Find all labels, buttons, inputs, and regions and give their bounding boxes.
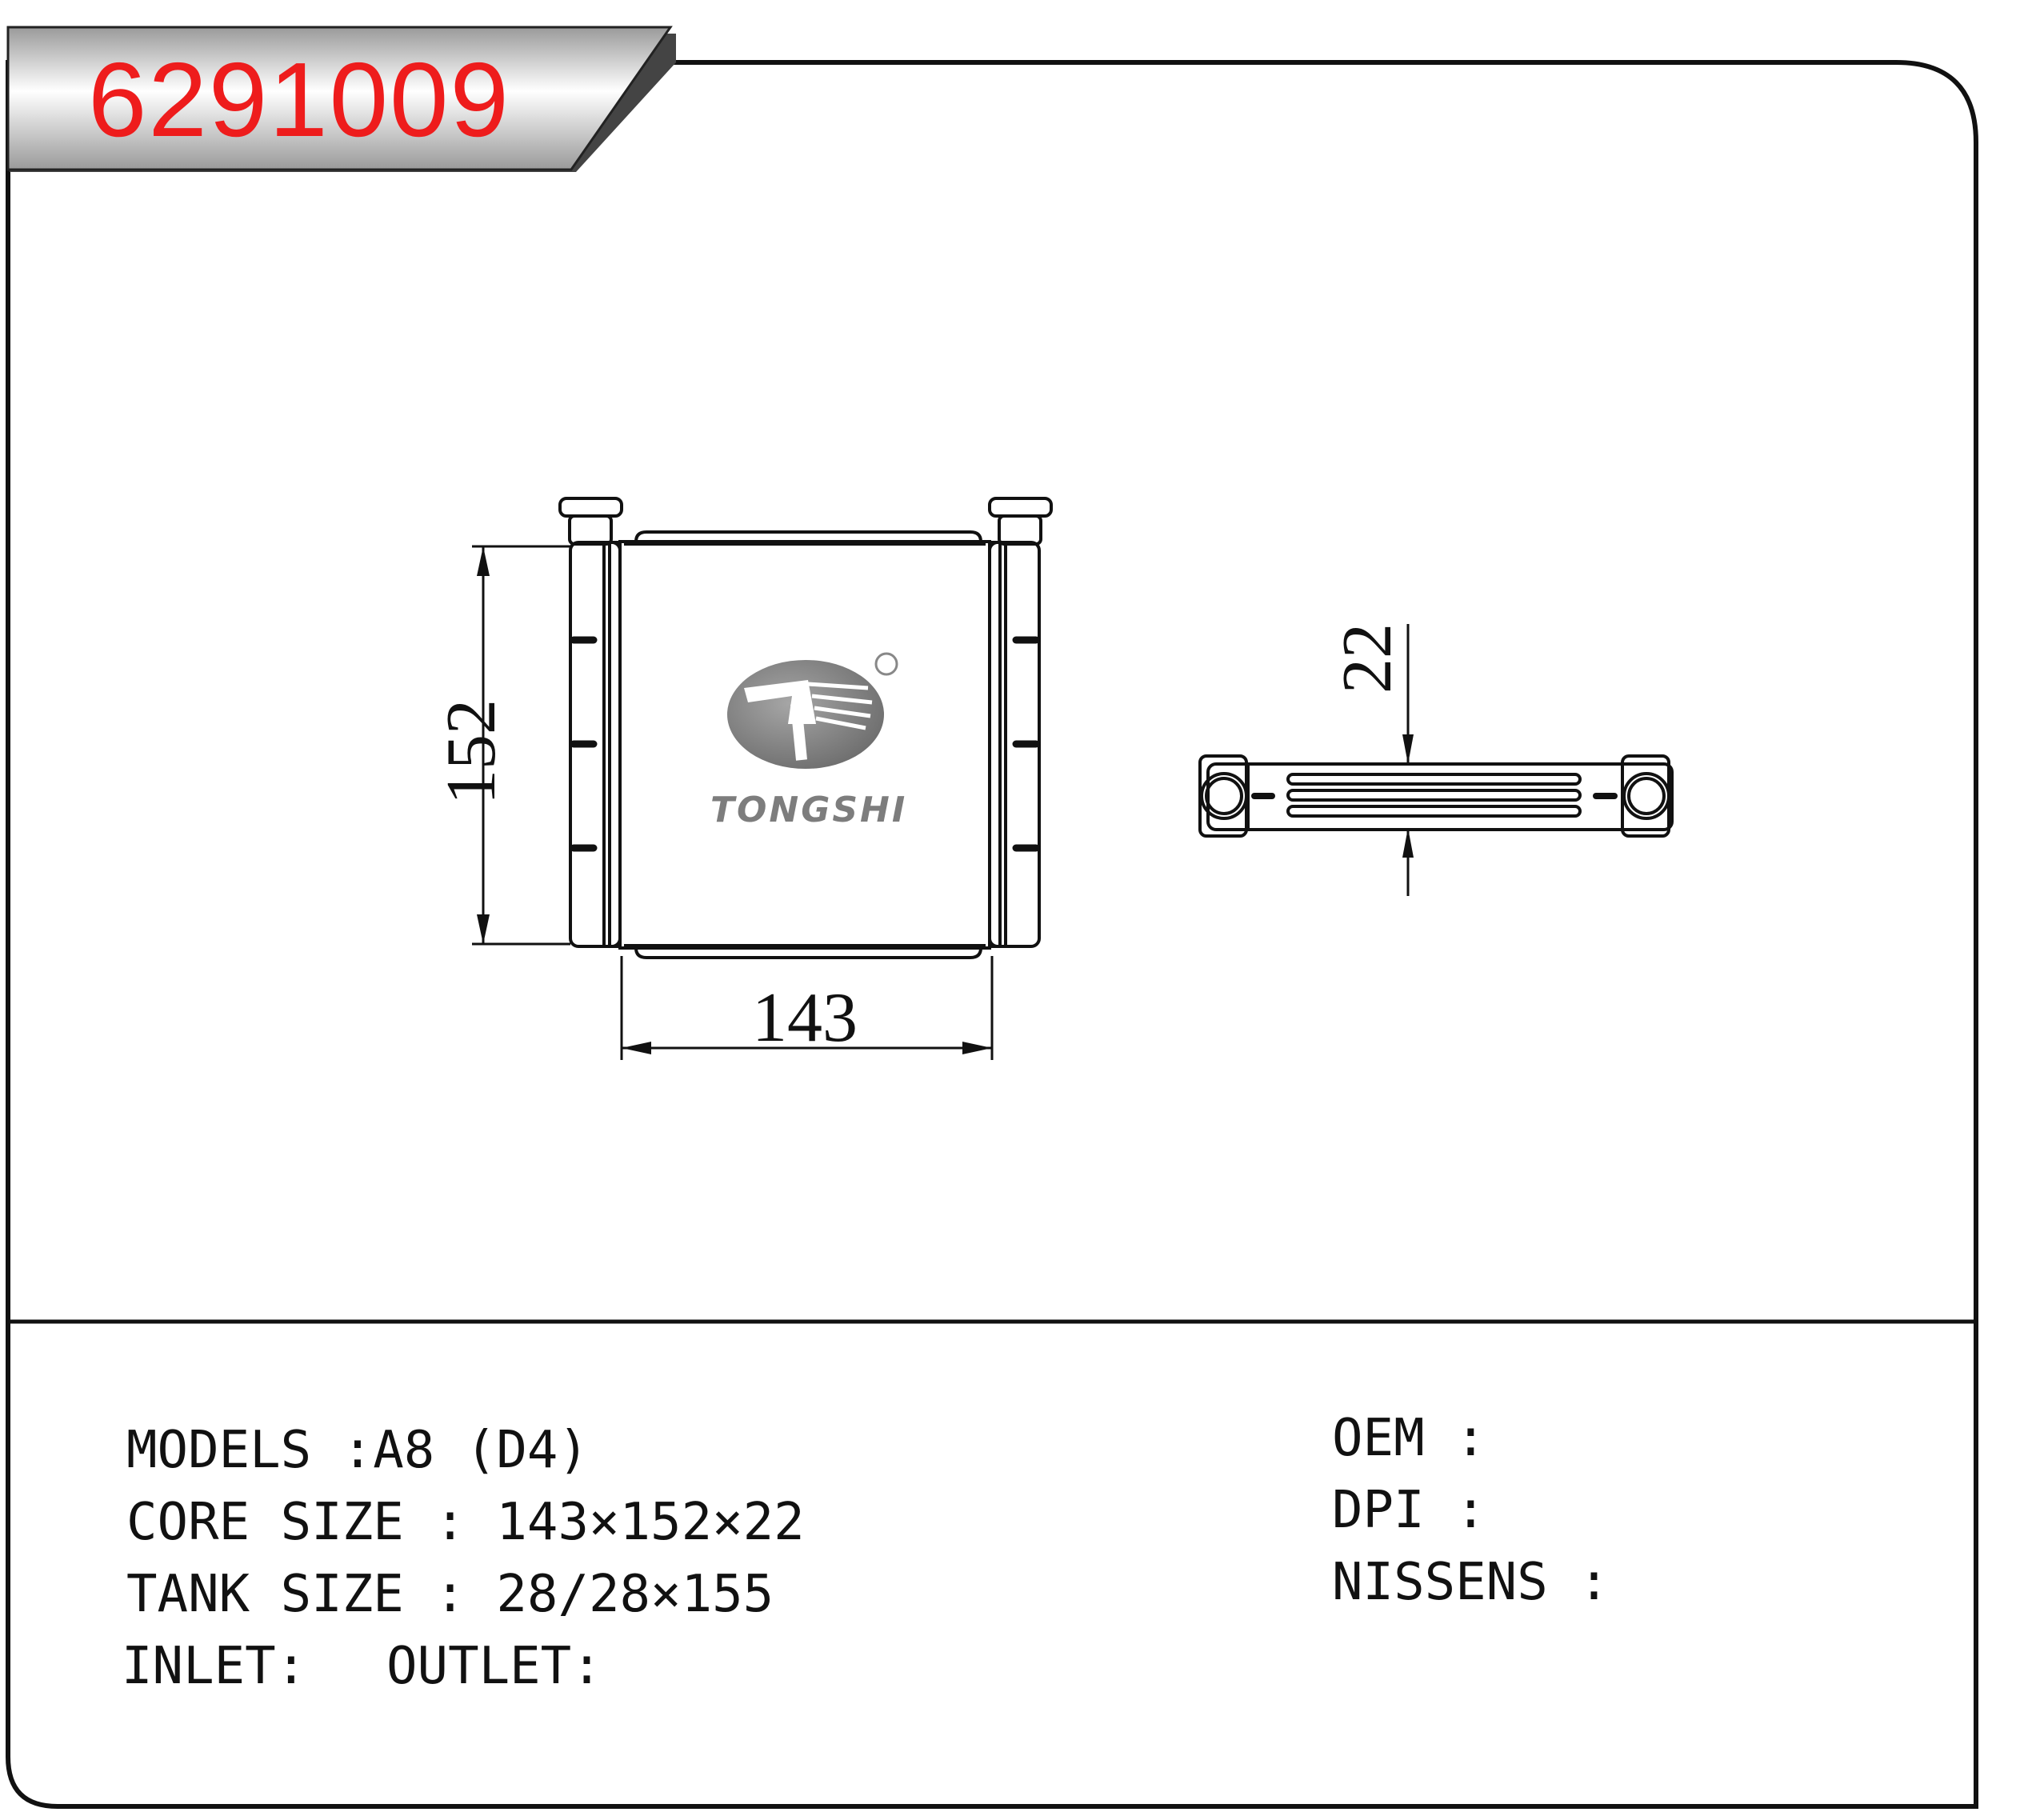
core-size-line: CORE SIZE : 143×152×22 (126, 1493, 805, 1552)
height-dimension-label: 152 (433, 699, 510, 805)
tank-slots (570, 636, 1040, 852)
thickness-dimension (1402, 624, 1414, 896)
outlet-label: OUTLET: (386, 1637, 602, 1696)
dimension-lines (472, 545, 994, 1060)
nissens-line: NISSENS : (1332, 1553, 1610, 1612)
thickness-dimension-label: 22 (1329, 623, 1406, 694)
oem-line: OEM : (1332, 1409, 1486, 1468)
front-view (558, 497, 1053, 959)
inlet-label: INLET: (122, 1637, 307, 1696)
title-tab (6, 26, 673, 171)
part-number: 6291009 (88, 41, 510, 158)
models-line: MODELS :A8 (D4) (126, 1421, 589, 1480)
width-dimension-label: 143 (752, 979, 858, 1057)
dpi-line: DPI : (1332, 1481, 1486, 1540)
brand-name: TONGSHI (710, 790, 908, 830)
tongshi-logo (727, 652, 898, 769)
tank-size-line: TANK SIZE : 28/28×155 (126, 1565, 774, 1624)
side-view (1198, 754, 1674, 838)
frame-border (6, 60, 1978, 1809)
